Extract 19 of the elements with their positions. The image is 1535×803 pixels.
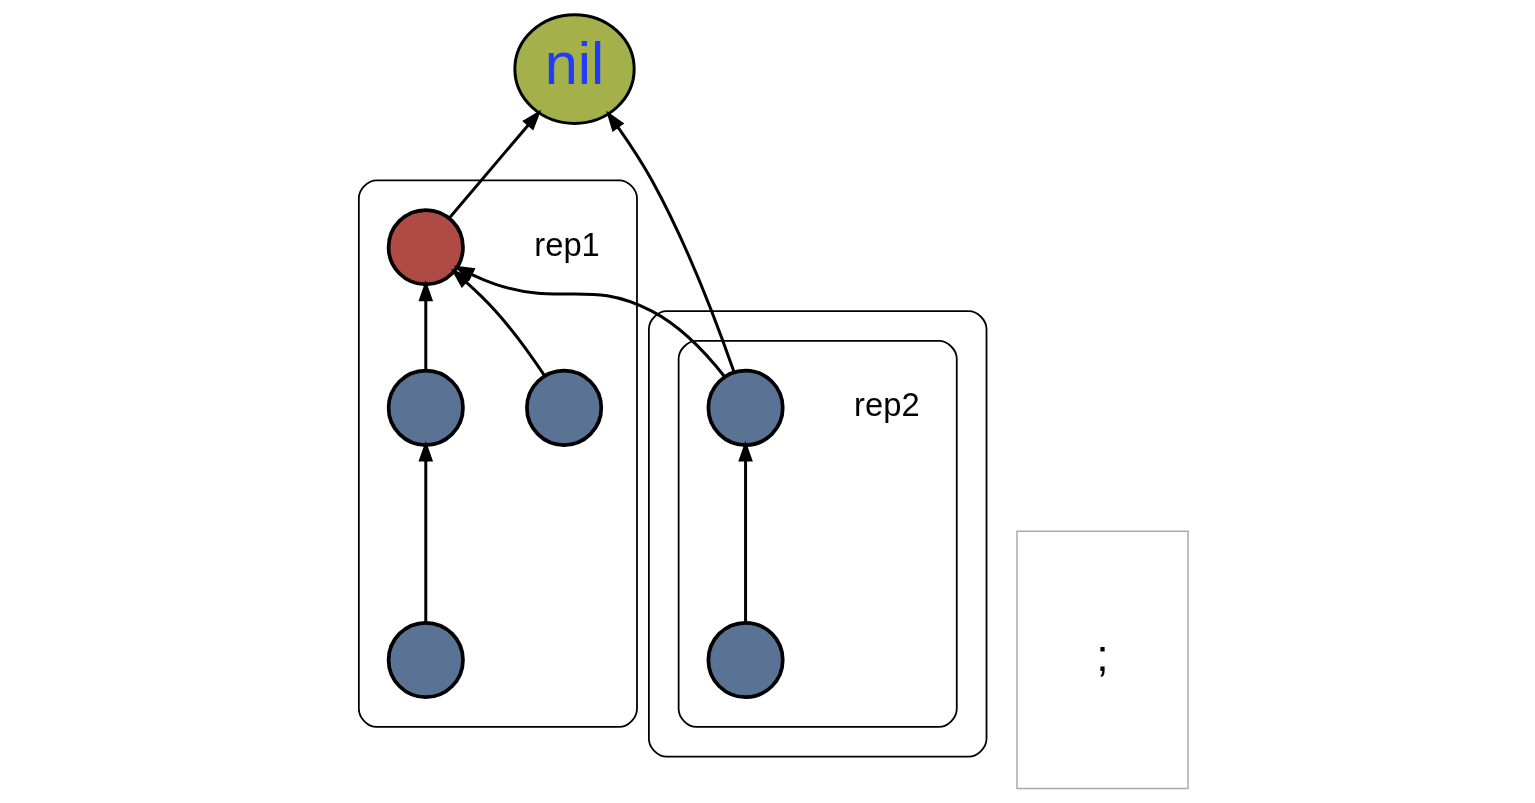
arrow	[448, 109, 542, 219]
arrow	[450, 268, 546, 377]
arrow	[418, 280, 434, 371]
cluster	[357, 179, 638, 728]
cluster	[677, 340, 958, 728]
arrow	[606, 110, 736, 373]
cluster	[648, 310, 988, 758]
node-circle	[386, 368, 465, 447]
node-box: ;	[1016, 530, 1189, 790]
node-label: rep2	[854, 386, 920, 424]
node-circle	[386, 208, 465, 287]
arrow	[738, 440, 753, 623]
node-circle	[525, 368, 604, 447]
node-circle	[706, 368, 785, 447]
node-circle	[706, 620, 785, 699]
arrow	[418, 440, 434, 623]
node-label: rep1	[534, 225, 600, 263]
node-circle	[386, 620, 465, 699]
node-circle: nil	[513, 13, 636, 125]
